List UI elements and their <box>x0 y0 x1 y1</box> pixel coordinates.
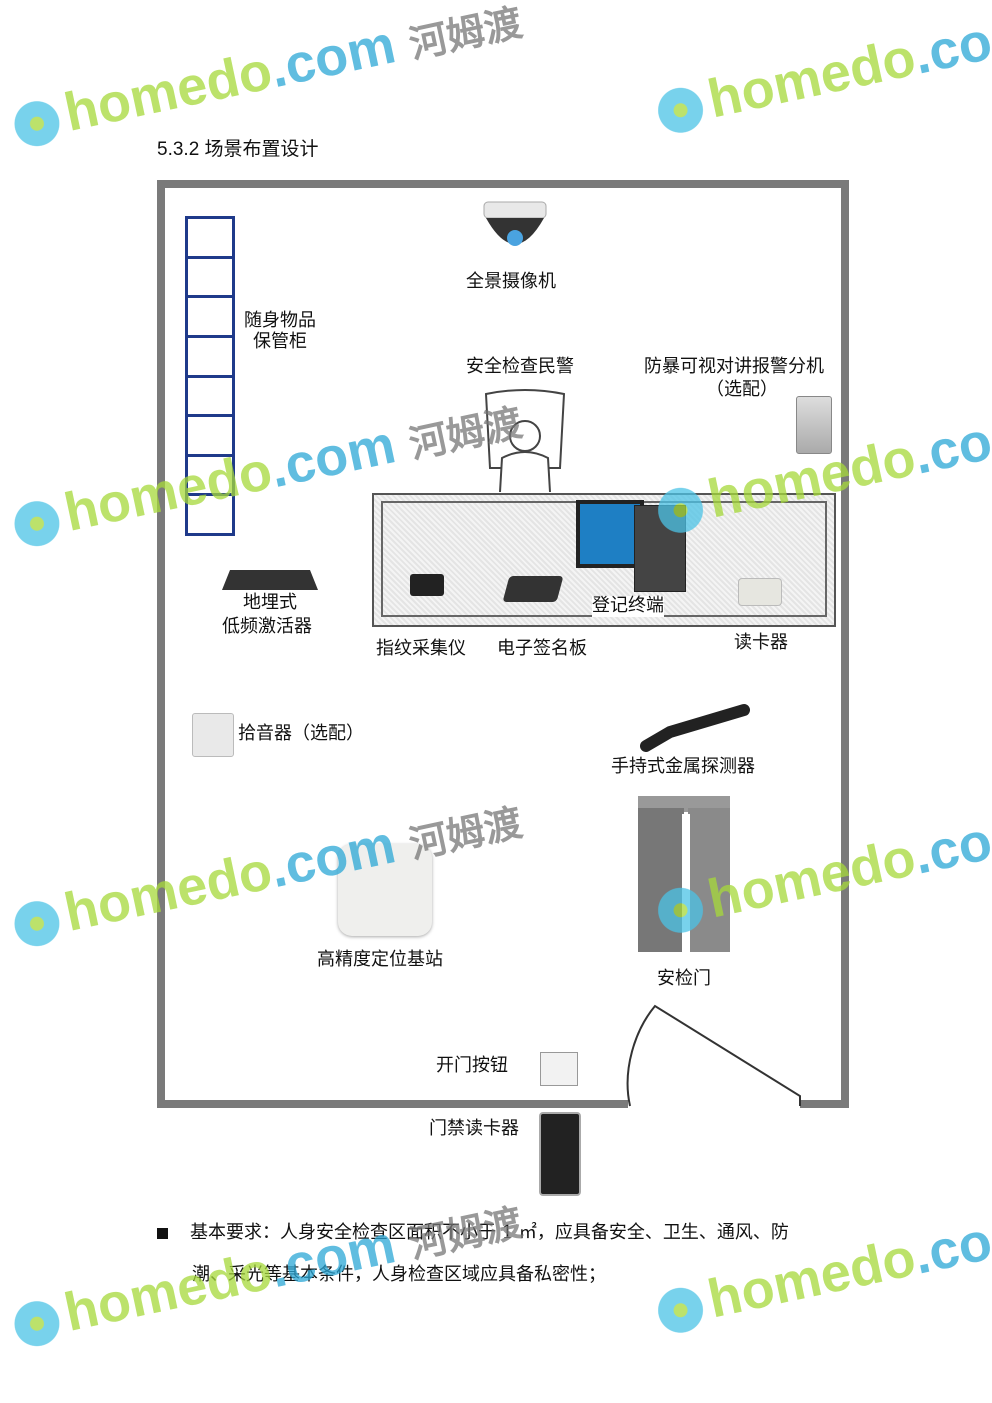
terminal-label: 登记终端 <box>592 595 664 617</box>
fingerprint-scanner-icon <box>410 574 444 596</box>
security-gate-label: 安检门 <box>657 968 711 989</box>
camera-label: 全景摄像机 <box>466 271 556 292</box>
metal-detector-label: 手持式金属探测器 <box>611 756 755 777</box>
signpad-label: 电子签名板 <box>497 638 587 659</box>
door-opening <box>628 1096 800 1110</box>
room-wall <box>157 180 849 1108</box>
officer-chair-icon <box>484 389 566 493</box>
locker-label: 随身物品 保管柜 <box>244 310 316 352</box>
basestation-label: 高精度定位基站 <box>317 949 443 970</box>
security-gate-icon <box>638 796 730 952</box>
intercom-icon <box>796 396 832 454</box>
door-button-icon <box>540 1052 578 1086</box>
requirements-line-2: 潮、采光等基本条件，人身检查区域应具备私密性； <box>192 1264 606 1285</box>
bullet-icon <box>157 1227 168 1239</box>
sound-pickup-icon <box>192 713 234 757</box>
activator-label-1: 地埋式 <box>243 592 297 613</box>
police-label: 安全检查民警 <box>466 356 574 377</box>
monitor-icon <box>576 500 644 568</box>
intercom-label: 防暴可视对讲报警分机 <box>644 356 824 377</box>
metal-detector-icon <box>640 704 750 752</box>
signature-pad-icon <box>502 576 564 602</box>
access-card-reader-icon <box>539 1112 581 1196</box>
requirements-line-1: 基本要求：人身安全检查区面积不小于 1 ㎡，应具备安全、卫生、通风、防 <box>190 1222 789 1243</box>
cardreader-label: 读卡器 <box>734 632 788 653</box>
panoramic-camera-icon <box>483 201 547 246</box>
pc-tower-icon <box>634 505 686 592</box>
base-station-icon <box>338 844 432 936</box>
locker-cabinet-icon <box>185 216 235 536</box>
watermark-logo: homedo.com <box>648 0 992 142</box>
access-reader-label: 门禁读卡器 <box>429 1118 519 1139</box>
requirements-paragraph: 基本要求：人身安全检查区面积不小于 1 ㎡，应具备安全、卫生、通风、防 潮、采光… <box>157 1212 857 1296</box>
door-button-label: 开门按钮 <box>436 1055 508 1076</box>
door-icon <box>626 1004 801 1107</box>
activator-icon <box>222 570 318 590</box>
activator-label-2: 低频激活器 <box>222 616 312 637</box>
fingerprint-label: 指纹采集仪 <box>376 638 466 659</box>
pickup-label: 拾音器（选配） <box>238 723 364 744</box>
intercom-note: （选配） <box>706 379 778 400</box>
section-heading: 5.3.2 场景布置设计 <box>157 139 319 160</box>
watermark-logo: homedo.com 河姆渡 <box>4 0 527 155</box>
card-reader-icon <box>738 578 782 606</box>
